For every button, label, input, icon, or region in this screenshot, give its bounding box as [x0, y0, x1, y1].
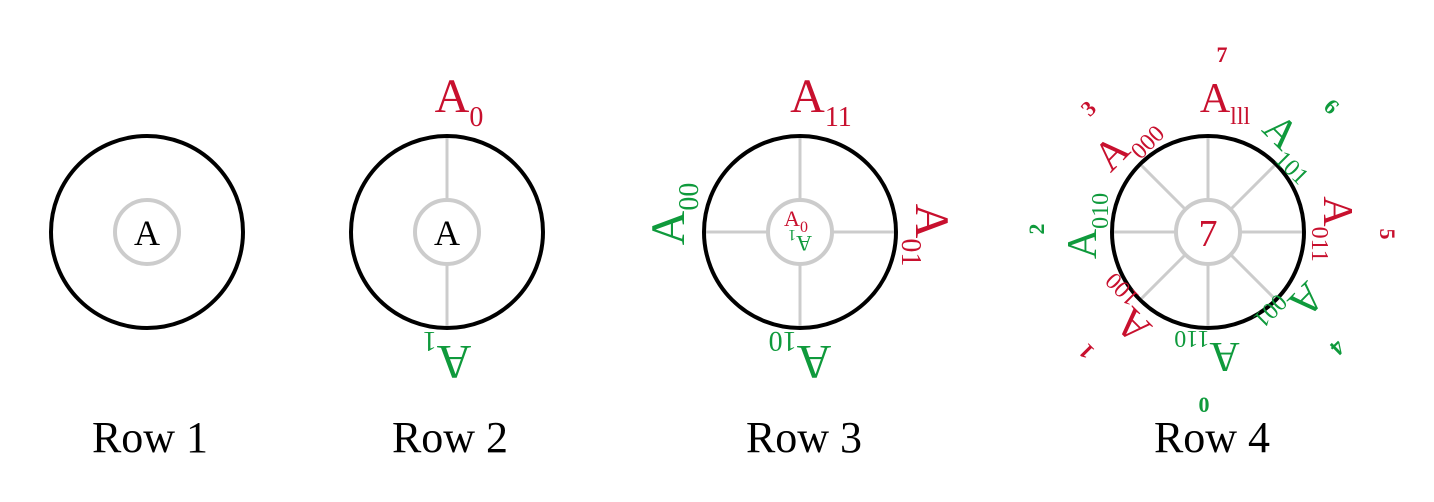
inner-ring — [413, 198, 481, 266]
svg-text:A0: A0 — [784, 206, 808, 236]
svg-text:2: 2 — [1024, 224, 1049, 235]
number-3: 3 — [1076, 96, 1101, 121]
svg-text:A110: A110 — [1174, 325, 1239, 379]
caption-row-3: Row 3 — [746, 413, 862, 462]
inner-ring — [113, 198, 181, 266]
svg-text:A0: A0 — [435, 70, 484, 133]
svg-text:A11: A11 — [790, 70, 852, 133]
diagram-row-4: 7 Alll 7 A101 6 A011 5 A — [1024, 42, 1400, 462]
spoke — [1138, 162, 1187, 211]
number-0: 0 — [1199, 392, 1210, 417]
label-a00: A00 — [642, 183, 705, 246]
svg-text:4: 4 — [1325, 335, 1350, 360]
svg-text:6: 6 — [1319, 94, 1344, 119]
center-label: 7 — [1199, 213, 1218, 255]
label-a-110: A110 — [1174, 325, 1239, 379]
svg-text:A1: A1 — [423, 325, 472, 388]
diagram-row-3: A0 A1 A11 A01 A10 A00 — [642, 70, 958, 462]
number-5: 5 — [1375, 229, 1400, 240]
outer-ring — [349, 134, 545, 330]
caption-row-2: Row 2 — [392, 413, 508, 462]
svg-text:A1: A1 — [788, 226, 812, 256]
svg-text:A00: A00 — [642, 183, 705, 246]
label-a-lll: Alll — [1200, 76, 1251, 130]
outer-ring — [1110, 134, 1306, 330]
label-a1: A1 — [423, 325, 472, 388]
spoke — [1138, 253, 1187, 302]
spoke — [1229, 162, 1278, 211]
diagram-row-1: A Row 1 — [49, 134, 245, 462]
svg-text:1: 1 — [1074, 339, 1099, 364]
svg-text:A010: A010 — [1060, 193, 1114, 259]
number-6: 6 — [1319, 94, 1344, 119]
inner-ring — [766, 198, 834, 266]
caption-row-1: Row 1 — [92, 413, 208, 462]
label-a11: A11 — [790, 70, 852, 133]
number-7: 7 — [1217, 42, 1228, 67]
svg-text:A10: A10 — [769, 325, 832, 388]
number-2: 2 — [1024, 224, 1049, 235]
label-a-011: A011 — [1306, 196, 1360, 261]
label-a0: A0 — [435, 70, 484, 133]
label-a-010: A010 — [1060, 193, 1114, 259]
center-label-a0: A0 — [784, 206, 808, 236]
spoke — [1229, 253, 1278, 302]
svg-text:A01: A01 — [895, 204, 958, 267]
label-a01: A01 — [895, 204, 958, 267]
svg-text:A011: A011 — [1306, 196, 1360, 261]
svg-text:3: 3 — [1076, 96, 1101, 121]
number-1: 1 — [1074, 339, 1099, 364]
center-label: A — [134, 213, 160, 253]
caption-row-4: Row 4 — [1154, 413, 1270, 462]
center-label: A — [434, 213, 460, 253]
outer-ring — [702, 134, 898, 330]
label-a10: A10 — [769, 325, 832, 388]
diagram-row-2: A A0 A1 Row 2 — [349, 70, 545, 462]
svg-text:Alll: Alll — [1200, 76, 1251, 130]
outer-ring — [49, 134, 245, 330]
center-label-a1: A1 — [788, 226, 812, 256]
number-4: 4 — [1325, 335, 1350, 360]
inner-ring — [1174, 198, 1242, 266]
svg-text:5: 5 — [1375, 229, 1400, 240]
